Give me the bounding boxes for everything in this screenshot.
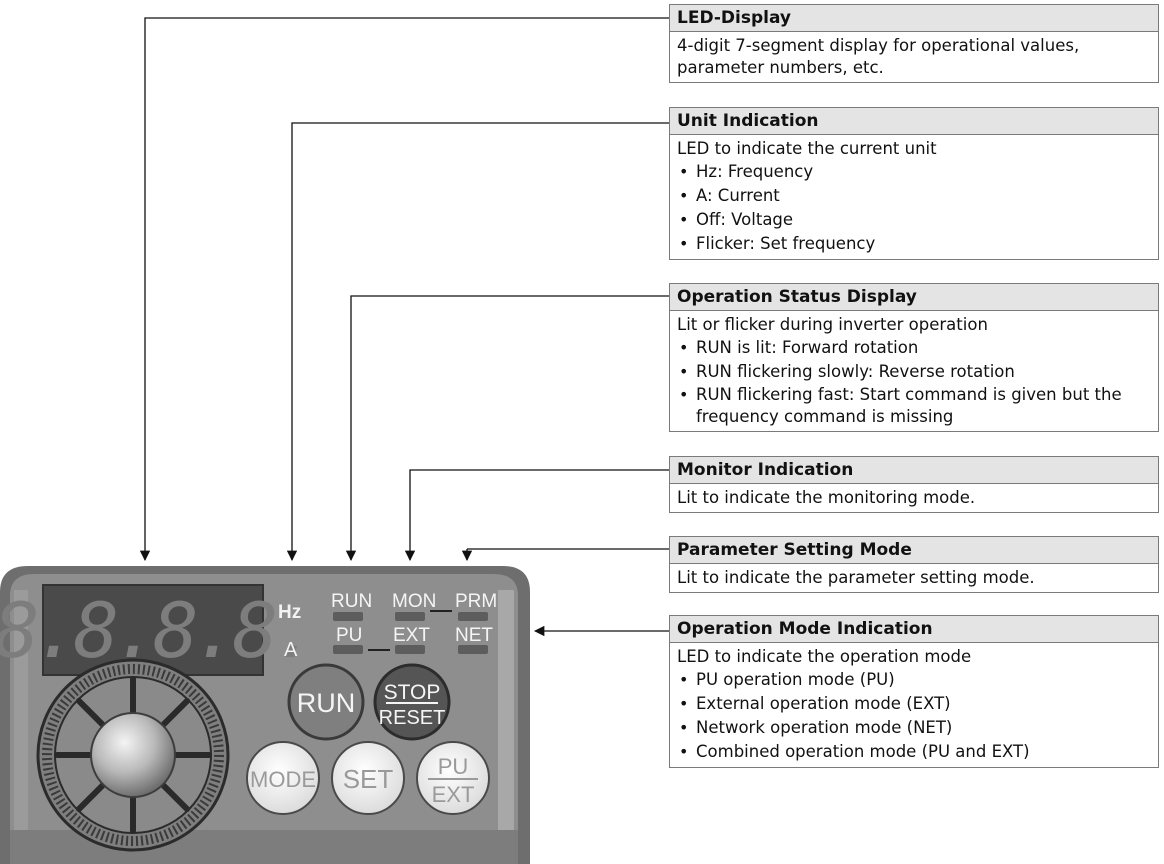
led-ext	[395, 645, 425, 654]
callout-parameter-setting: Parameter Setting Mode Lit to indicate t…	[669, 536, 1159, 593]
callout-title: Monitor Indication	[670, 457, 1158, 484]
list-item: Combined operation mode (PU and EXT)	[677, 740, 1151, 764]
list-item: RUN flickering fast: Start command is gi…	[677, 384, 1151, 428]
callout-line: 4-digit 7-segment display for operationa…	[677, 36, 1080, 55]
stop-label: STOP	[384, 681, 441, 704]
callout-title: Operation Status Display	[670, 284, 1158, 311]
callout-title: LED-Display	[670, 5, 1158, 32]
callout-led-display: LED-Display 4-digit 7-segment display fo…	[669, 4, 1159, 83]
led-prm-label: PRM	[455, 591, 497, 612]
callout-body: Lit to indicate the parameter setting mo…	[670, 564, 1158, 592]
callout-body: Lit to indicate the monitoring mode.	[670, 484, 1158, 512]
pu-ext-button[interactable]: PU EXT	[416, 741, 490, 815]
led-net	[458, 645, 488, 654]
callout-bullets: RUN is lit: Forward rotation RUN flicker…	[677, 336, 1151, 428]
list-item: A: Current	[677, 184, 1151, 208]
callout-operation-mode: Operation Mode Indication LED to indicat…	[669, 615, 1159, 768]
panel-right-bevel	[498, 590, 514, 830]
unit-a-label: A	[284, 639, 298, 661]
list-item: Hz: Frequency	[677, 160, 1151, 184]
status-leds: RUN MON PRM PU EXT NET	[331, 591, 497, 654]
set-button-label: SET	[343, 764, 394, 794]
list-item: RUN flickering slowly: Reverse rotation	[677, 360, 1151, 384]
dial-tick-ring	[42, 664, 224, 846]
mode-button[interactable]: MODE	[246, 741, 320, 815]
list-item: RUN is lit: Forward rotation	[677, 336, 1151, 360]
callout-title: Parameter Setting Mode	[670, 537, 1158, 564]
leader-led-display	[139, 17, 670, 562]
callout-unit-indication: Unit Indication LED to indicate the curr…	[669, 107, 1159, 260]
run-button[interactable]: RUN	[287, 663, 365, 741]
callout-body: Lit or flicker during inverter operation…	[670, 311, 1158, 431]
list-item: External operation mode (EXT)	[677, 692, 1151, 716]
led-prm	[458, 612, 488, 621]
pu-label: PU	[438, 754, 469, 779]
panel-left-bevel	[14, 590, 28, 830]
callout-line: parameter numbers, etc.	[677, 58, 884, 77]
callout-body: LED to indicate the current unit Hz: Fre…	[670, 135, 1158, 259]
callout-title: Unit Indication	[670, 108, 1158, 135]
callout-monitor-indication: Monitor Indication Lit to indicate the m…	[669, 456, 1159, 513]
leader-unit-indication	[286, 122, 670, 562]
setting-dial[interactable]	[36, 658, 230, 852]
callout-line: Lit to indicate the monitoring mode.	[677, 488, 976, 507]
list-item: PU operation mode (PU)	[677, 668, 1151, 692]
callout-bullets: Hz: Frequency A: Current Off: Voltage Fl…	[677, 160, 1151, 256]
led-display	[42, 584, 264, 676]
leader-operation-status	[345, 295, 670, 562]
callout-line: Lit or flicker during inverter operation	[677, 315, 988, 334]
led-display-digits: 8.8.8.8.	[0, 586, 312, 675]
led-run-label: RUN	[331, 591, 372, 612]
callout-line: LED to indicate the operation mode	[677, 647, 972, 666]
led-mon	[395, 612, 425, 621]
callout-bullets: PU operation mode (PU) External operatio…	[677, 668, 1151, 764]
led-run	[333, 612, 363, 621]
callout-line: Lit to indicate the parameter setting mo…	[677, 568, 1035, 587]
leader-monitor-indication	[404, 469, 670, 562]
led-pu-label: PU	[336, 625, 362, 646]
callout-body: LED to indicate the operation mode PU op…	[670, 643, 1158, 767]
set-button[interactable]: SET	[331, 741, 405, 815]
list-item: Network operation mode (NET)	[677, 716, 1151, 740]
callout-body: 4-digit 7-segment display for operationa…	[670, 32, 1158, 82]
led-mon-label: MON	[392, 591, 436, 612]
list-item: Off: Voltage	[677, 208, 1151, 232]
reset-label: RESET	[379, 707, 446, 729]
list-item: Flicker: Set frequency	[677, 232, 1151, 256]
callout-operation-status: Operation Status Display Lit or flicker …	[669, 283, 1159, 432]
led-pu	[333, 645, 363, 654]
ext-label: EXT	[432, 782, 475, 807]
leader-lines	[139, 17, 670, 637]
dial-knob	[90, 712, 176, 798]
callout-title: Operation Mode Indication	[670, 616, 1158, 643]
callout-line: LED to indicate the current unit	[677, 139, 937, 158]
led-net-label: NET	[455, 625, 493, 646]
mode-button-label: MODE	[250, 767, 316, 792]
unit-hz-label: Hz	[278, 602, 301, 623]
led-ext-label: EXT	[393, 625, 430, 646]
stop-reset-button[interactable]: STOP RESET	[373, 663, 451, 741]
operation-panel: 8.8.8.8. Hz A RUN MON PRM PU EXT NET	[0, 566, 530, 864]
run-button-label: RUN	[297, 688, 356, 718]
